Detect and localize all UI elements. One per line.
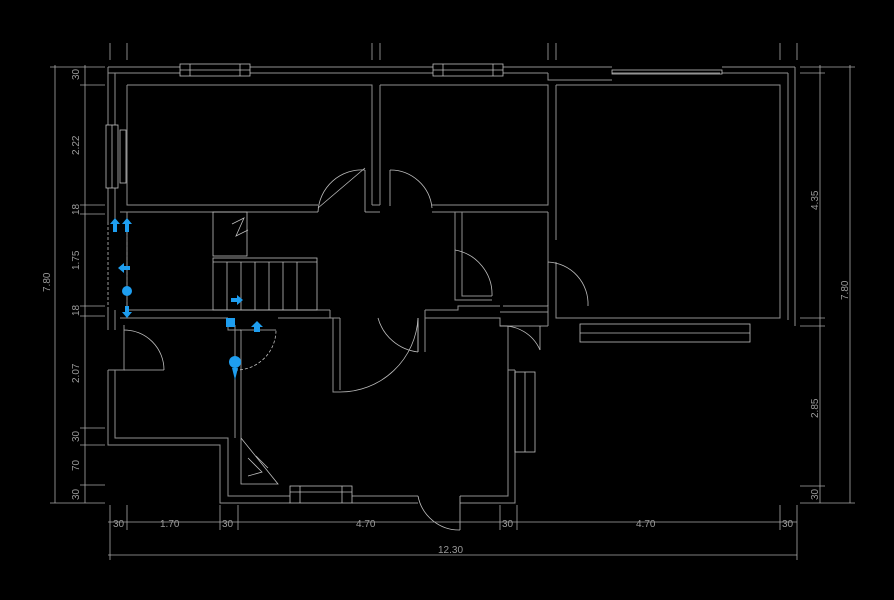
grip-arrow-down-door[interactable] bbox=[232, 368, 238, 380]
dim-left-7: 70 bbox=[71, 459, 82, 471]
grip-arrow-up-door[interactable] bbox=[251, 321, 263, 332]
dim-bottom-1: 1.70 bbox=[160, 519, 180, 530]
dim-bottom-2: 30 bbox=[222, 519, 234, 530]
dim-right-1: 2.85 bbox=[810, 398, 821, 418]
grip-square[interactable] bbox=[226, 318, 235, 327]
dim-left-3: 1.75 bbox=[71, 250, 82, 270]
dim-left-1: 2.22 bbox=[71, 135, 82, 155]
exterior-walls bbox=[107, 66, 796, 504]
dim-bottom-3: 4.70 bbox=[356, 519, 376, 530]
dim-right-2: 30 bbox=[810, 488, 821, 500]
dim-left-total: 7.80 bbox=[42, 272, 53, 292]
grip-arrow-up-left[interactable] bbox=[110, 218, 120, 232]
dim-left-2: 18 bbox=[71, 203, 82, 215]
grip-arrow-up-right[interactable] bbox=[122, 218, 132, 232]
interior-walls bbox=[108, 84, 781, 438]
dim-bottom-6: 30 bbox=[782, 519, 794, 530]
dim-left-0: 30 bbox=[71, 68, 82, 80]
dim-overall: 12.30 bbox=[438, 545, 463, 556]
dim-right-0: 4.35 bbox=[810, 190, 821, 210]
bottom-dimensions: 30 1.70 30 4.70 30 4.70 30 12.30 bbox=[108, 505, 798, 560]
doors bbox=[123, 167, 589, 531]
windows bbox=[105, 63, 751, 504]
grip-circle-door[interactable] bbox=[229, 356, 241, 368]
grip-arrow-down[interactable] bbox=[122, 306, 132, 318]
dim-left-4: 18 bbox=[71, 304, 82, 316]
left-dimensions: 30 2.22 18 1.75 18 2.07 30 70 30 7.80 bbox=[42, 65, 105, 504]
top-extension-lines bbox=[109, 43, 798, 60]
dim-bottom-5: 4.70 bbox=[636, 519, 656, 530]
dim-left-6: 30 bbox=[71, 430, 82, 442]
dim-bottom-0: 30 bbox=[113, 519, 125, 530]
right-dimensions: 4.35 2.85 30 7.80 bbox=[800, 65, 855, 504]
dim-left-5: 2.07 bbox=[71, 363, 82, 383]
dim-left-8: 30 bbox=[71, 488, 82, 500]
dim-bottom-4: 30 bbox=[502, 519, 514, 530]
dim-right-total: 7.80 bbox=[840, 280, 851, 300]
grip-circle-mid[interactable] bbox=[122, 286, 132, 296]
staircase bbox=[212, 211, 318, 311]
grip-arrow-left[interactable] bbox=[118, 263, 130, 273]
grip-arrow-right-stair[interactable] bbox=[231, 295, 243, 305]
selection-grips[interactable] bbox=[110, 218, 263, 380]
